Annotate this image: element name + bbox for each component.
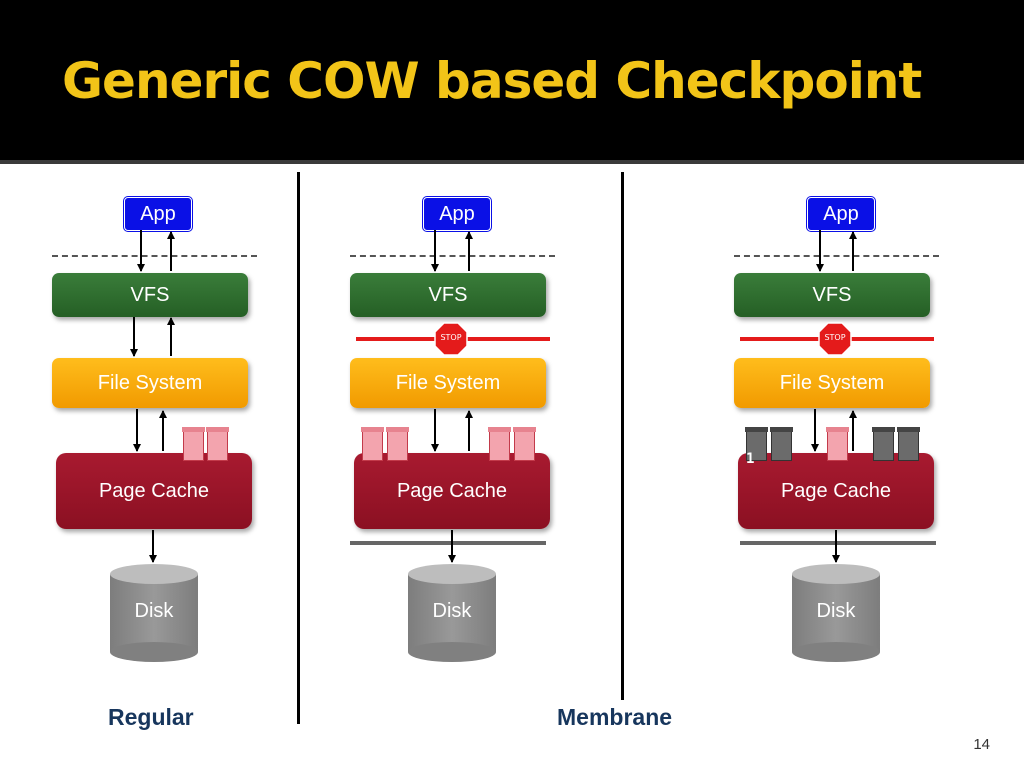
vfs-layer: VFS — [734, 273, 930, 317]
disk-label: Disk — [134, 600, 174, 622]
page-cache-layer: Page Cache — [738, 453, 934, 529]
saved-page — [770, 427, 793, 461]
dirty-page — [386, 427, 409, 461]
stop-sign: STOP — [818, 322, 852, 356]
user-kernel-boundary — [350, 255, 555, 257]
user-kernel-boundary — [52, 255, 257, 257]
file-system-layer: File System — [52, 358, 248, 408]
stop-sign: STOP — [434, 322, 468, 356]
saved-page — [872, 427, 895, 461]
writeback-block-line — [350, 541, 546, 545]
app-box: App — [124, 197, 192, 231]
dirty-page — [513, 427, 536, 461]
dirty-page — [826, 427, 849, 461]
dirty-page — [206, 427, 229, 461]
app-box: App — [807, 197, 875, 231]
page-cache-layer: Page Cache — [56, 453, 252, 529]
title-rule — [0, 160, 1024, 164]
slide-title: Generic COW based Checkpoint — [62, 52, 922, 110]
divider-left — [297, 172, 300, 724]
caption-regular: Regular — [108, 704, 194, 730]
user-kernel-boundary — [734, 255, 939, 257]
vfs-layer: VFS — [350, 273, 546, 317]
saved-page — [745, 427, 768, 461]
page-cache-layer: Page Cache — [354, 453, 550, 529]
page-marker: 1 — [746, 451, 755, 467]
saved-page — [897, 427, 920, 461]
dirty-page — [182, 427, 205, 461]
stop-sign-text: STOP — [824, 333, 846, 342]
dirty-page — [361, 427, 384, 461]
writeback-block-line — [740, 541, 936, 545]
divider-right — [621, 172, 624, 700]
disk: Disk — [408, 564, 496, 662]
file-system-layer: File System — [350, 358, 546, 408]
dirty-page — [488, 427, 511, 461]
caption-membrane: Membrane — [557, 704, 673, 730]
stop-sign-text: STOP — [440, 333, 462, 342]
vfs-layer: VFS — [52, 273, 248, 317]
app-box: App — [423, 197, 491, 231]
title-bar — [0, 0, 1024, 160]
disk-label: Disk — [432, 600, 472, 622]
slide-number: 14 — [973, 736, 990, 753]
file-system-layer: File System — [734, 358, 930, 408]
disk: Disk — [792, 564, 880, 662]
disk: Disk — [110, 564, 198, 662]
disk-label: Disk — [816, 600, 856, 622]
